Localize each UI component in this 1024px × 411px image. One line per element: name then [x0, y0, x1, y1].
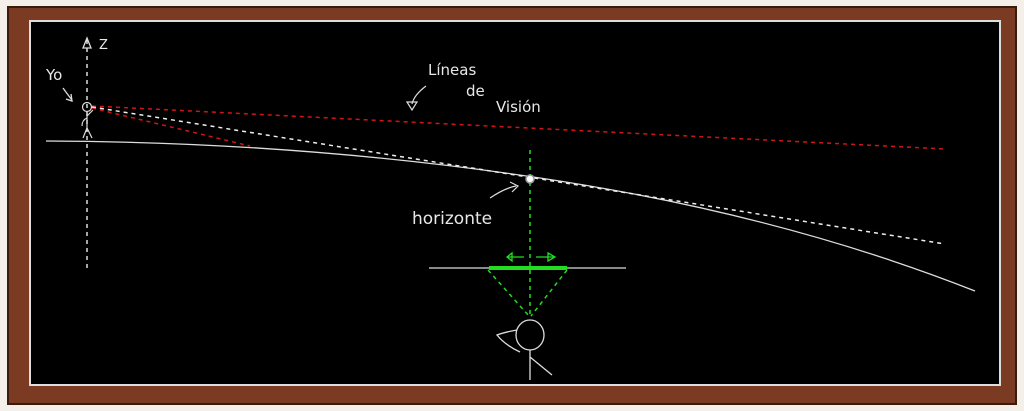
z-axis-label: Z: [99, 38, 108, 53]
z-axis-arrow-icon: [82, 36, 92, 49]
observer-figure-bottom: [495, 319, 553, 380]
horizon-point: [525, 174, 535, 184]
vision-cone-left: [487, 269, 530, 317]
observer-figure-left: [81, 101, 94, 139]
sight-lines-pointer-arrow-icon: [405, 85, 427, 112]
sight-lines-label-1: Líneas: [428, 61, 476, 79]
board: [29, 20, 1001, 386]
vision-cone-right: [530, 269, 568, 317]
sight-line-upper: [91, 105, 946, 150]
sight-lines-label-2: de: [466, 82, 485, 100]
expand-arrows-icon: [505, 251, 557, 263]
horizon-pointer-arrow-icon: [489, 181, 520, 199]
observer-label: Yo: [45, 66, 62, 84]
earth-surface-curve: [45, 140, 976, 292]
observer-pointer-arrow-icon: [62, 87, 73, 102]
sight-line-lower: [91, 107, 251, 147]
horizon-label: horizonte: [412, 209, 492, 229]
sight-lines-label-3: Visión: [496, 98, 541, 116]
